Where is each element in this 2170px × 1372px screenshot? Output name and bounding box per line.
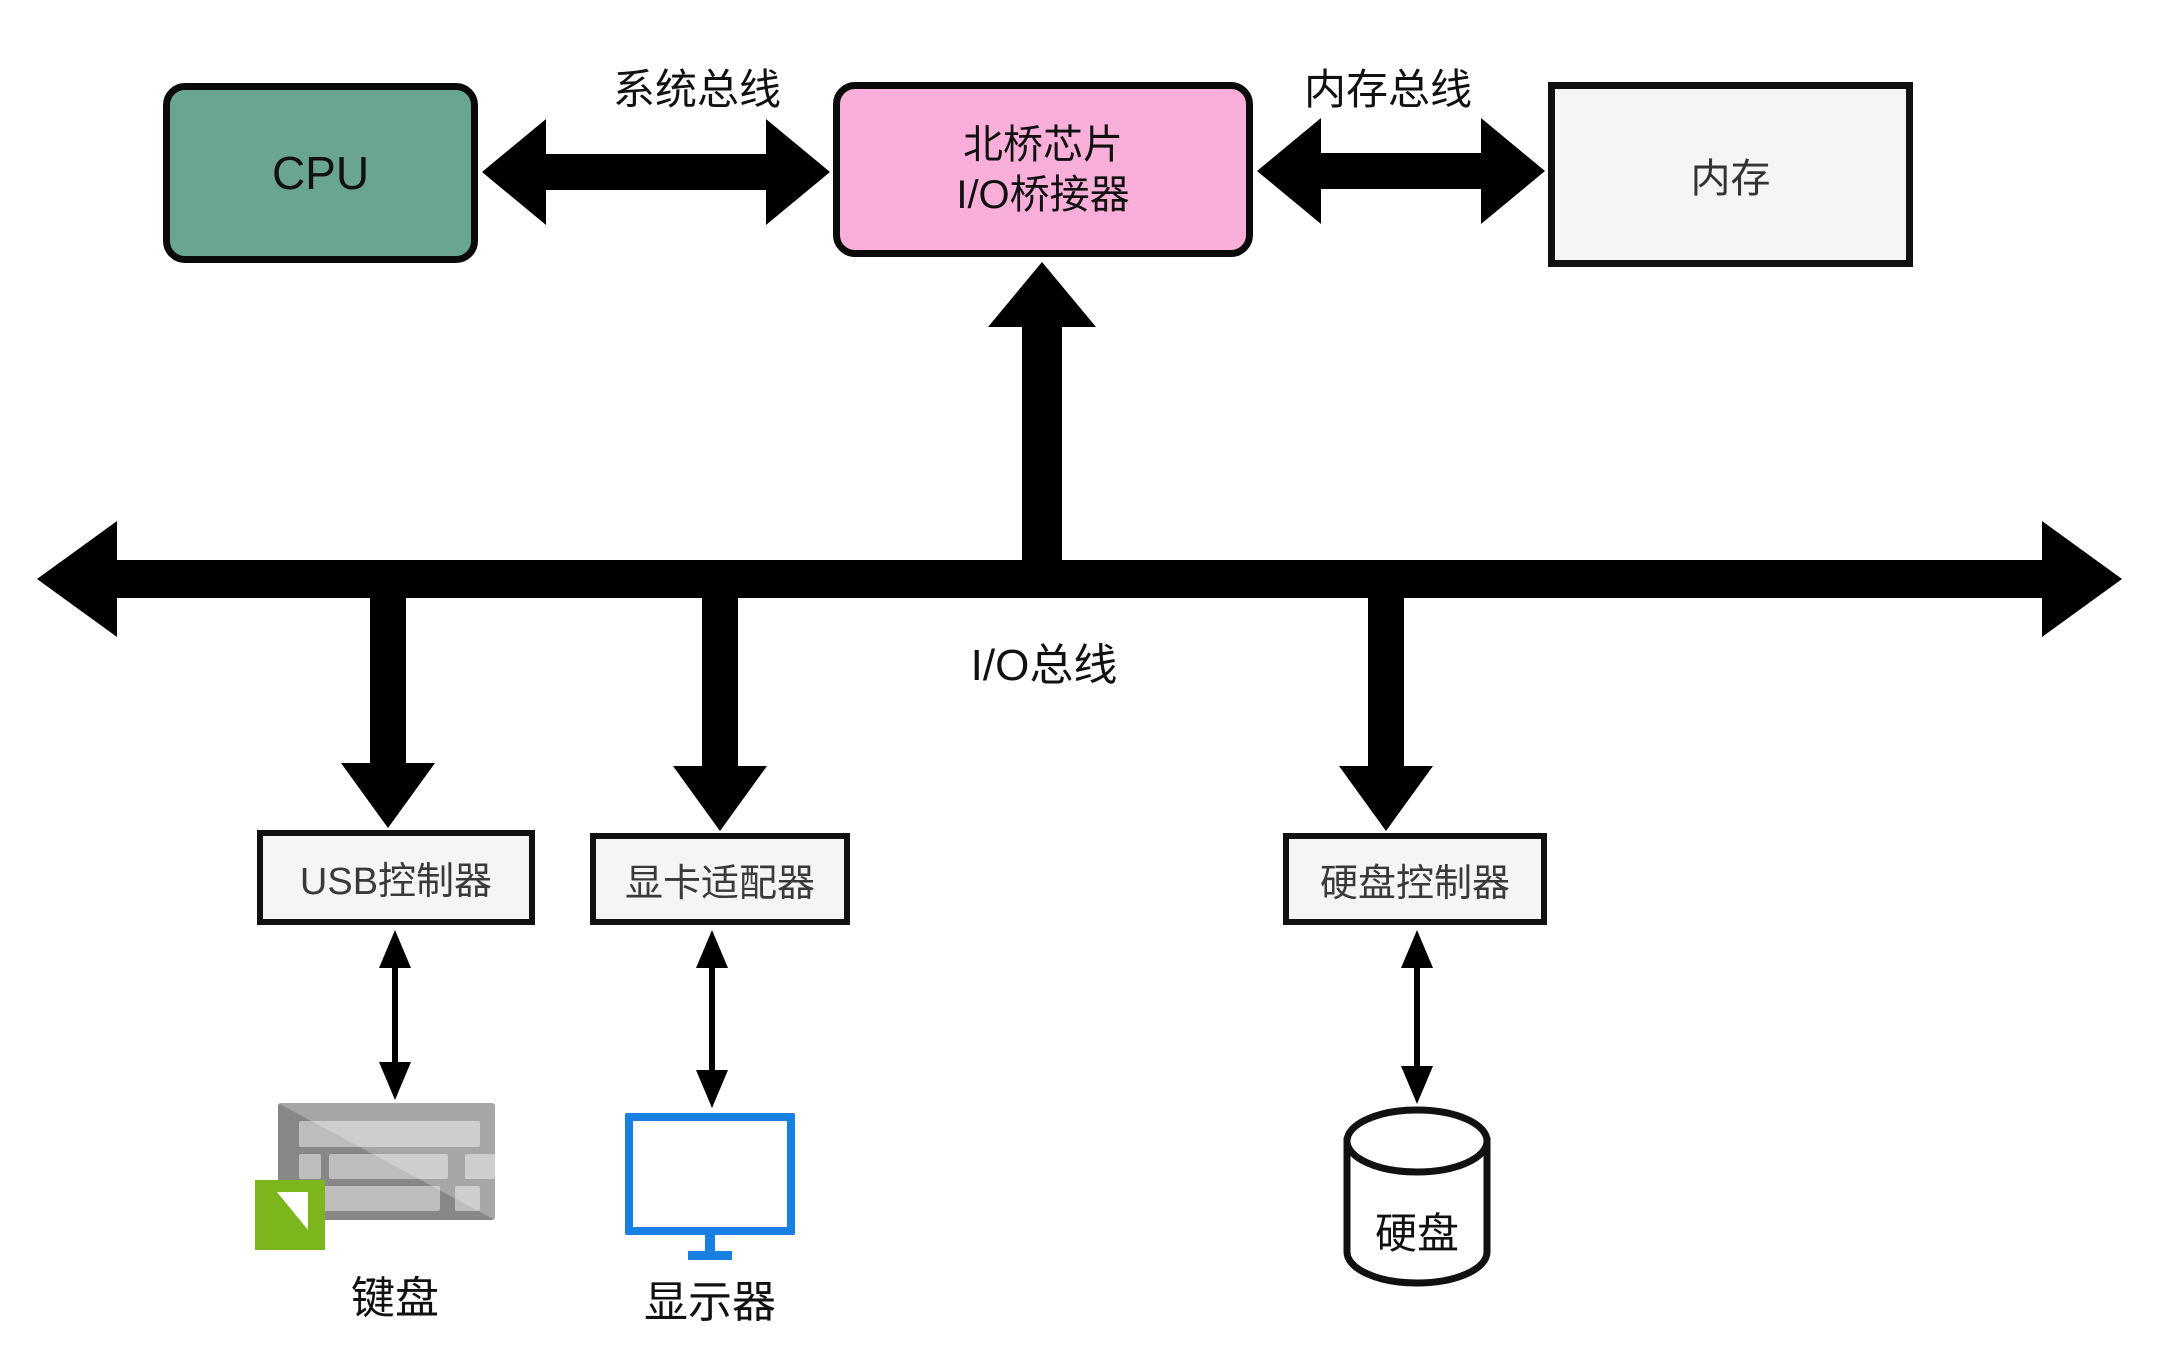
disk-label: 硬盘 bbox=[1374, 1210, 1459, 1257]
northbridge-box: 北桥芯片 I/O桥接器 bbox=[833, 82, 1253, 257]
keyboard-label: 键盘 bbox=[351, 1274, 439, 1323]
usb-branch-arrow bbox=[341, 579, 435, 828]
memory-label: 内存 bbox=[1690, 156, 1771, 201]
northbridge-label-line1: 北桥芯片 bbox=[963, 122, 1123, 167]
northbridge-up-arrow bbox=[988, 262, 1096, 598]
memory-box: 内存 bbox=[1548, 82, 1913, 267]
disk-cylinder-icon bbox=[1343, 1106, 1491, 1287]
keyboard-icon bbox=[278, 1103, 495, 1220]
keyboard-green-badge-icon bbox=[255, 1180, 325, 1250]
usb-controller-label: USB控制器 bbox=[299, 861, 493, 903]
disk-controller-label: 硬盘控制器 bbox=[1319, 862, 1510, 905]
gpu-branch-arrow bbox=[673, 579, 767, 831]
system-bus-label: 系统总线 bbox=[612, 66, 782, 113]
system-bus-arrow bbox=[482, 119, 830, 225]
keyboard-key bbox=[455, 1186, 480, 1211]
cpu-box: CPU bbox=[163, 83, 478, 263]
gpu-monitor-arrow bbox=[696, 930, 728, 1108]
keyboard-key-row bbox=[299, 1121, 480, 1147]
memory-bus-label: 内存总线 bbox=[1303, 66, 1473, 113]
monitor-icon bbox=[625, 1113, 795, 1235]
cpu-label: CPU bbox=[271, 147, 370, 199]
gpu-adapter-box: 显卡适配器 bbox=[590, 833, 850, 925]
gpu-adapter-label: 显卡适配器 bbox=[624, 862, 815, 905]
io-bus-label: I/O总线 bbox=[970, 641, 1118, 690]
disk-controller-arrow bbox=[1401, 930, 1433, 1104]
disk-branch-arrow bbox=[1339, 579, 1433, 831]
monitor-stand-base bbox=[688, 1251, 732, 1260]
keyboard-key bbox=[318, 1186, 440, 1211]
memory-bus-arrow bbox=[1257, 118, 1545, 224]
keyboard-key bbox=[329, 1154, 448, 1179]
io-bus-line bbox=[37, 521, 2122, 637]
keyboard-badge-corner bbox=[277, 1192, 308, 1230]
keyboard-key bbox=[465, 1154, 495, 1179]
monitor-label: 显示器 bbox=[644, 1278, 776, 1327]
disk-controller-box: 硬盘控制器 bbox=[1283, 833, 1547, 925]
usb-controller-box: USB控制器 bbox=[257, 830, 535, 925]
monitor-stand-stem bbox=[705, 1235, 715, 1253]
keyboard-key bbox=[299, 1154, 321, 1179]
usb-keyboard-arrow bbox=[379, 930, 411, 1100]
northbridge-label-line2: I/O桥接器 bbox=[956, 172, 1130, 217]
